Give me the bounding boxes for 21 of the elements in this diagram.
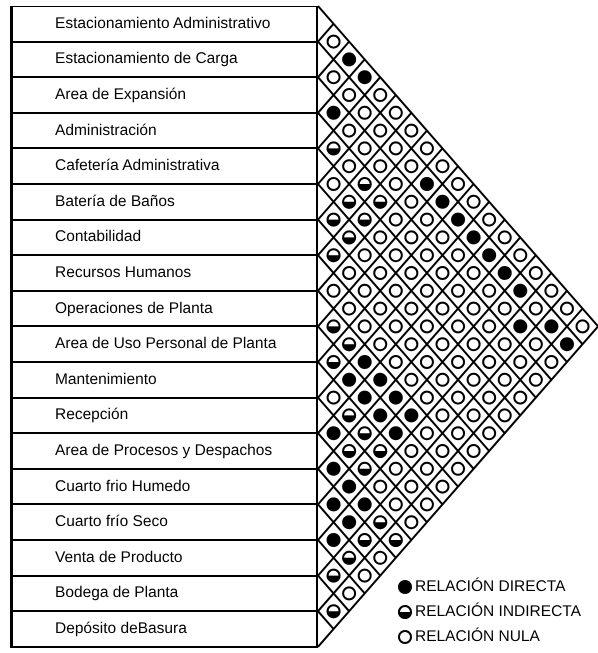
activity-label: Venta de Producto xyxy=(10,540,318,577)
activity-label: Administración xyxy=(10,112,318,150)
activity-label: Bodega de Planta xyxy=(10,576,318,612)
activity-label: Recursos Humanos xyxy=(10,255,318,292)
legend-text: RELACIÓN NULA xyxy=(415,628,540,646)
activity-label: Depósito deBasura xyxy=(10,611,318,648)
activity-label: Contabilidad xyxy=(10,220,318,256)
activity-label: Area de Uso Personal de Planta xyxy=(10,326,318,363)
legend-text: RELACIÓN INDIRECTA xyxy=(415,603,581,621)
activity-label: Mantenimiento xyxy=(10,362,318,399)
activity-label: Cafetería Administrativa xyxy=(10,148,318,185)
activity-label: Area de Expansión xyxy=(10,77,318,114)
activity-label: Batería de Baños xyxy=(10,184,318,221)
activity-label: Operaciones de Planta xyxy=(10,290,318,328)
activity-label: Area de Procesos y Despachos xyxy=(10,433,318,470)
activity-label: Cuarto frío Seco xyxy=(10,504,318,541)
activity-label: Estacionamiento Administrativo xyxy=(10,6,318,43)
legend-text: RELACIÓN DIRECTA xyxy=(415,578,566,596)
activity-label: Recepción xyxy=(10,398,318,434)
activity-label: Estacionamiento de Carga xyxy=(10,42,318,78)
activity-label: Cuarto frio Humedo xyxy=(10,468,318,506)
